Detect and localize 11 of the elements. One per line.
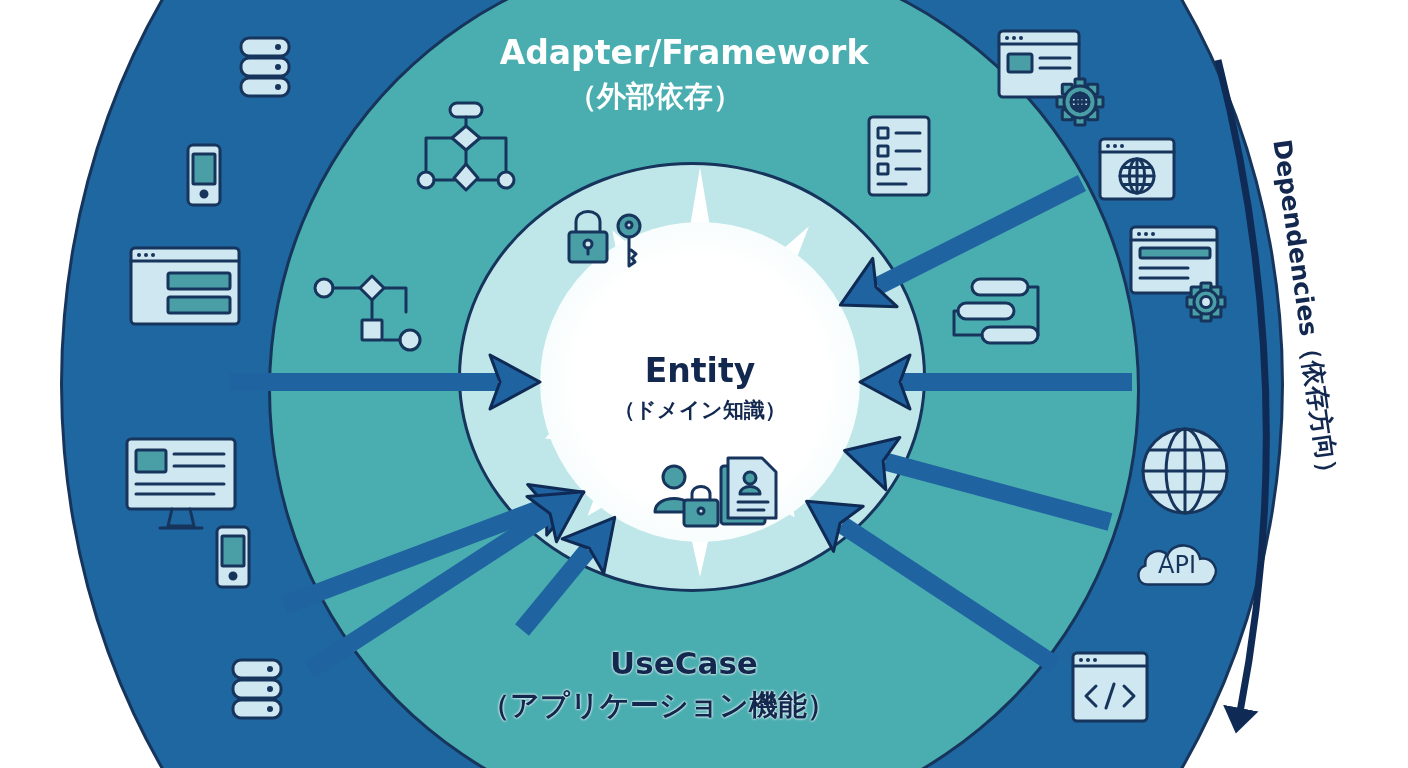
- direction-label: Dependencies（依存方向）: [1266, 137, 1346, 487]
- ring-title: Adapter/Framework: [499, 34, 869, 72]
- arrow: [838, 174, 1087, 309]
- ring-subtitle: （外部依存）: [568, 80, 742, 114]
- arrow: [515, 515, 617, 636]
- ring-title: UseCase: [610, 646, 758, 682]
- arrow: [858, 353, 1132, 411]
- arrow: [843, 436, 1113, 531]
- ring-subtitle: （アプリケーション機能）: [480, 689, 836, 723]
- core-title: Entity: [644, 352, 756, 390]
- core-subtitle: （ドメイン知識）: [614, 398, 786, 423]
